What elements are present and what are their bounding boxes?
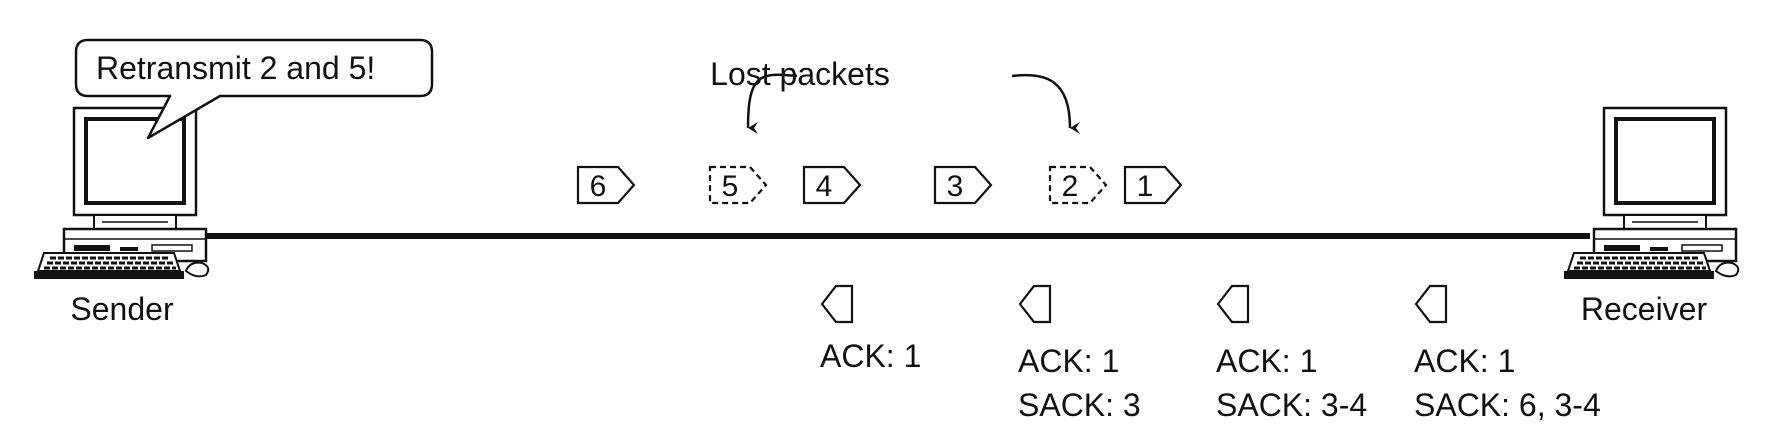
lost-arrow-left (746, 73, 798, 135)
packet-number: 5 (722, 170, 739, 203)
callout-bubble: Retransmit 2 and 5! (74, 38, 434, 140)
packet-6: 6 (576, 165, 636, 205)
ack-arrow-icon (820, 284, 854, 324)
sender-computer-icon (34, 106, 210, 279)
packet-shape (802, 165, 862, 205)
packet-1: 1 (1123, 165, 1183, 205)
sack-4-label: SACK: 6, 3-4 (1414, 387, 1601, 423)
callout-text: Retransmit 2 and 5! (96, 50, 375, 86)
packet-shape (708, 165, 768, 205)
ack-arrow-icon (1018, 284, 1052, 324)
receiver-computer-icon (1564, 106, 1740, 279)
packet-4: 4 (802, 165, 862, 205)
ack-arrow-icon (1216, 284, 1250, 324)
sender-label: Sender (70, 291, 174, 327)
packet-row: 6 5 4 3 2 1 (576, 165, 1183, 205)
ack-1-label: ACK: 1 (820, 338, 921, 374)
sack-2-label: SACK: 3 (1018, 387, 1141, 423)
packet-2-lost: 2 (1048, 165, 1108, 205)
packet-number: 4 (816, 170, 833, 203)
packet-shape (933, 165, 993, 205)
packet-number: 3 (947, 170, 964, 203)
sack-3-label: SACK: 3-4 (1216, 387, 1367, 423)
ack-3-label: ACK: 1 (1216, 343, 1317, 379)
receiver-label: Receiver (1581, 291, 1708, 327)
ack-row (820, 284, 1448, 324)
packet-shape (1048, 165, 1108, 205)
ack-2-label: ACK: 1 (1018, 343, 1119, 379)
packet-3: 3 (933, 165, 993, 205)
lost-packets-label: Lost packets (710, 56, 890, 92)
packet-shape (1123, 165, 1183, 205)
ack-arrow-icon (1414, 284, 1448, 324)
packet-number: 6 (590, 170, 607, 203)
ack-4-label: ACK: 1 (1414, 343, 1515, 379)
lost-arrow-right (1011, 73, 1081, 134)
packet-number: 1 (1137, 170, 1154, 203)
packet-number: 2 (1062, 170, 1079, 203)
packet-shape (576, 165, 636, 205)
packet-5-lost: 5 (708, 165, 768, 205)
